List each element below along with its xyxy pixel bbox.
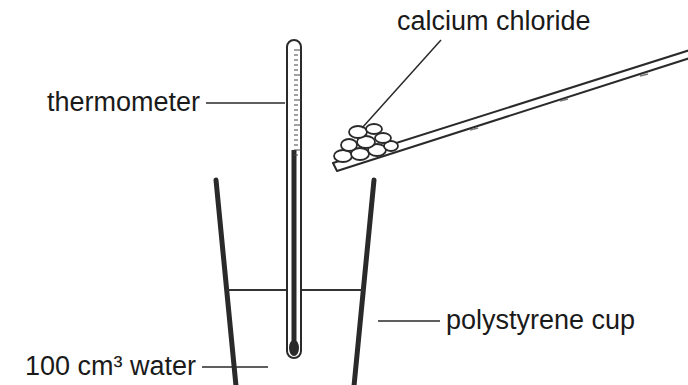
scale-tick bbox=[294, 115, 298, 116]
scale-tick bbox=[294, 140, 298, 141]
part-label: calcium chloride bbox=[397, 7, 591, 37]
scale-tick bbox=[294, 110, 298, 111]
scale-tick bbox=[294, 50, 301, 51]
scale-tick bbox=[294, 75, 301, 76]
scale-tick bbox=[294, 125, 301, 126]
part-label: polystyrene cup bbox=[446, 306, 635, 336]
scale-tick bbox=[294, 135, 298, 136]
scale-tick bbox=[294, 120, 298, 121]
calcium-chloride-lumps bbox=[334, 124, 398, 162]
thermometer-symbol bbox=[287, 40, 301, 358]
scale-tick bbox=[294, 100, 301, 101]
scale-tick bbox=[294, 90, 298, 91]
scale-tick bbox=[294, 105, 298, 106]
scale-tick bbox=[294, 155, 298, 156]
part-label: thermometer bbox=[47, 88, 200, 118]
scale-tick bbox=[294, 85, 298, 86]
scale-tick bbox=[294, 55, 298, 56]
scale-tick bbox=[294, 150, 301, 151]
leader-lines bbox=[202, 40, 441, 367]
scale-tick bbox=[294, 145, 298, 146]
part-label: 100 cm³ water bbox=[25, 352, 196, 382]
scale-tick bbox=[294, 80, 298, 81]
scale-tick bbox=[294, 65, 298, 66]
scale-tick bbox=[294, 60, 298, 61]
scale-tick bbox=[294, 130, 298, 131]
scale-tick bbox=[294, 95, 298, 96]
scale-tick bbox=[294, 70, 298, 71]
spatula bbox=[333, 50, 688, 171]
